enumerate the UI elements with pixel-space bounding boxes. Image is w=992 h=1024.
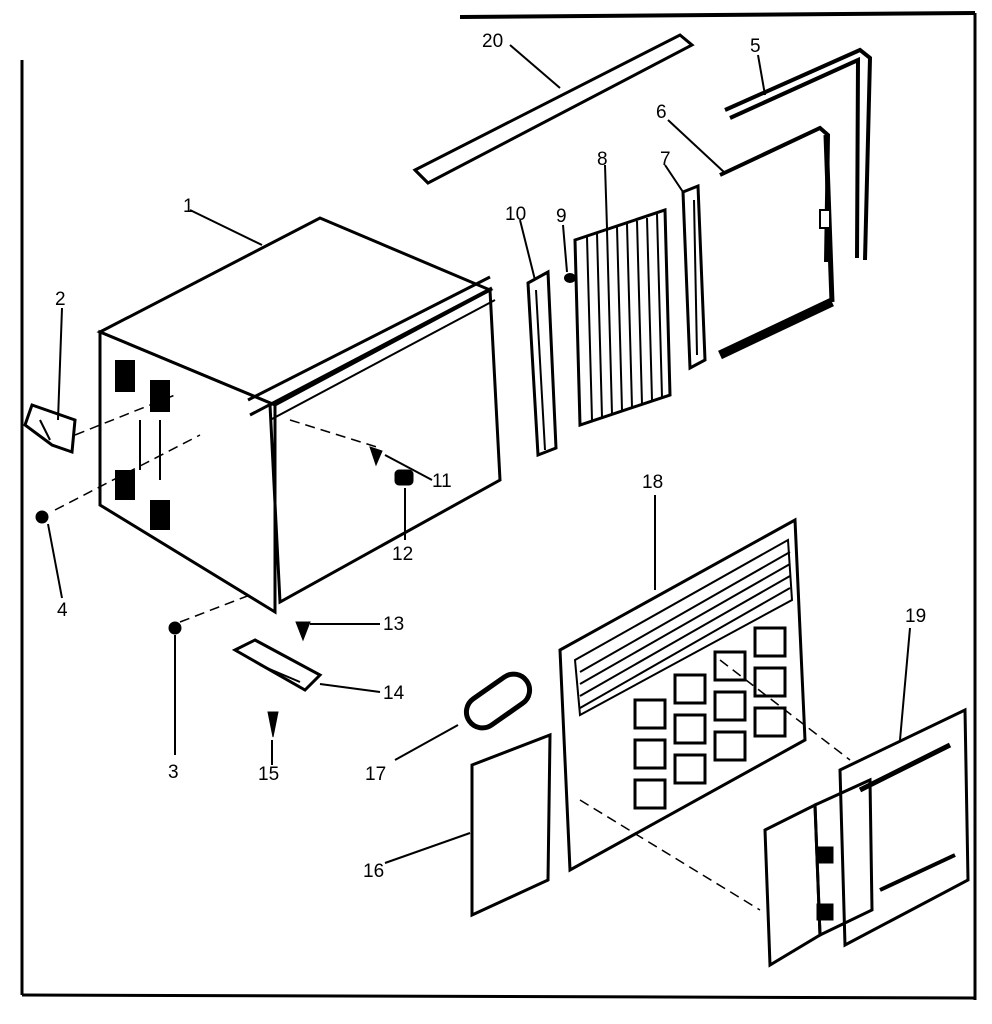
part-1-cabinet (96, 216, 502, 615)
label-part-19: 19 (905, 606, 926, 627)
label-part-10: 10 (505, 204, 526, 225)
label-part-5: 5 (750, 36, 761, 57)
label-part-7: 7 (660, 149, 671, 170)
label-part-20: 20 (482, 31, 503, 52)
part-labels: 20 5 6 7 8 10 9 1 2 11 12 4 13 14 3 15 1… (55, 31, 926, 882)
part-5-rail (724, 47, 873, 261)
part-16-filter (470, 732, 552, 918)
label-part-14: 14 (383, 683, 405, 704)
label-part-3: 3 (168, 762, 179, 783)
label-part-2: 2 (55, 289, 66, 310)
part-6-frame (718, 125, 835, 360)
label-part-6: 6 (656, 102, 667, 123)
label-part-13: 13 (383, 614, 404, 635)
part-9-clip (564, 273, 576, 283)
label-part-11: 11 (432, 471, 452, 492)
screw-hardware (35, 446, 414, 738)
label-part-17: 17 (365, 764, 386, 785)
label-part-9: 9 (556, 206, 567, 227)
leader-lines (47, 44, 911, 864)
label-part-12: 12 (392, 544, 413, 565)
assembly-lines (54, 394, 851, 911)
part-8-panel (573, 207, 672, 428)
label-part-16: 16 (363, 861, 384, 882)
label-part-18: 18 (642, 472, 663, 493)
part-14-plate (231, 638, 323, 692)
part-19-panel (763, 707, 970, 968)
label-part-1: 1 (183, 196, 194, 217)
label-part-15: 15 (258, 764, 279, 785)
part-2-clip (23, 403, 77, 455)
part-20-bar (412, 33, 695, 185)
part-10-bracket (526, 269, 558, 458)
label-part-8: 8 (597, 149, 608, 170)
part-17-gasket (463, 671, 533, 731)
part-18-grille (558, 517, 807, 873)
label-part-4: 4 (57, 600, 68, 621)
part-7-bracket (681, 183, 707, 371)
border-frame (20, 11, 977, 1000)
